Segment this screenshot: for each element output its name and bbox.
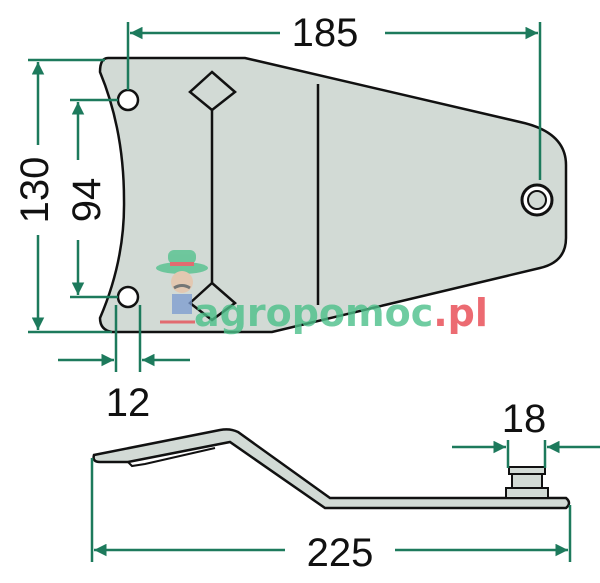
watermark-logo bbox=[156, 250, 208, 324]
mounting-hole-bottom bbox=[116, 285, 140, 309]
plate-top-view bbox=[98, 56, 568, 334]
dim-overall-length: 225 bbox=[307, 531, 374, 575]
dim-hole-spacing: 94 bbox=[65, 178, 109, 223]
dim-hole-offset: 12 bbox=[106, 381, 151, 425]
dim-overall-height: 130 bbox=[13, 157, 57, 224]
mounting-hole-top bbox=[116, 88, 140, 112]
dim-top-width: 185 bbox=[292, 11, 359, 55]
plate-side-view bbox=[92, 428, 571, 510]
watermark-text: agropomoc.pl bbox=[194, 291, 488, 335]
dimension-lines bbox=[28, 22, 600, 562]
bend-marker-bottom bbox=[188, 281, 237, 322]
dim-stud-width: 18 bbox=[502, 397, 547, 441]
